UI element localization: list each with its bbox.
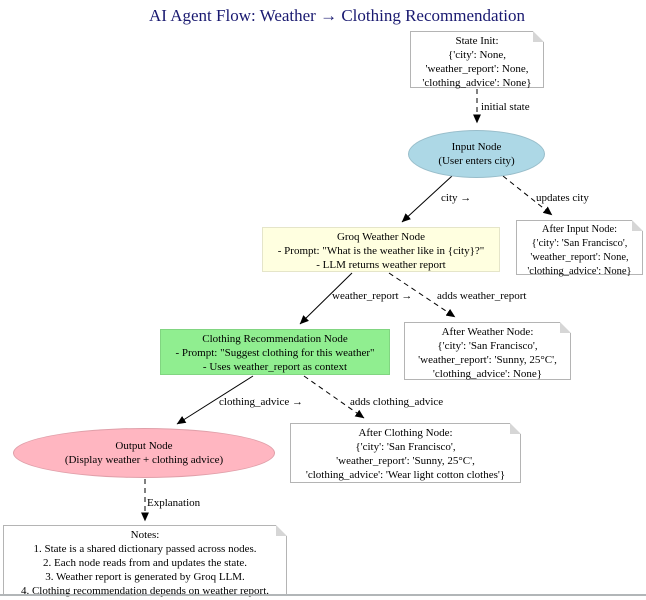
note-line: 'clothing_advice': None} bbox=[527, 266, 632, 277]
edge-label-initial-state: initial state bbox=[481, 101, 530, 113]
notes-box: Notes: 1. State is a shared dictionary p… bbox=[3, 525, 287, 597]
edge-label-adds-clothing-advice: adds clothing_advice bbox=[350, 396, 444, 408]
after-input-note: After Input Node: {'city': 'San Francisc… bbox=[516, 220, 643, 277]
note-line: 3. Weather report is generated by Groq L… bbox=[45, 571, 245, 583]
note-fold-icon bbox=[560, 322, 571, 333]
note-line: After Clothing Node: bbox=[358, 427, 453, 439]
edge-weather-report bbox=[299, 272, 353, 325]
note-line: {'city': 'San Francisco', bbox=[531, 238, 628, 249]
edge-label-clothing-advice: clothing_advice → bbox=[219, 396, 304, 408]
node-line: Input Node bbox=[451, 141, 502, 153]
edge-label-adds-weather-report: adds weather_report bbox=[437, 290, 527, 302]
note-line: 'clothing_advice': 'Wear light cotton cl… bbox=[305, 469, 506, 481]
note-line: 'clothing_advice': None} bbox=[432, 368, 543, 380]
note-line: 'weather_report': 'Sunny, 25°C', bbox=[418, 354, 557, 366]
note-line: 'weather_report': None, bbox=[530, 252, 629, 263]
note-fold-icon bbox=[276, 525, 287, 536]
note-line: 2. Each node reads from and updates the … bbox=[42, 557, 248, 569]
node-line: Output Node bbox=[115, 440, 173, 452]
note-fold-icon bbox=[632, 220, 643, 231]
note-line: 'weather_report': None, bbox=[425, 63, 529, 75]
node-line: Clothing Recommendation Node bbox=[202, 333, 348, 345]
edge-label-explanation: Explanation bbox=[147, 497, 201, 509]
note-line: {'city': None, bbox=[447, 49, 507, 61]
edge-label-city: city → bbox=[441, 192, 472, 204]
note-line: {'city': 'San Francisco', bbox=[355, 441, 456, 453]
clothing-recommendation-node: Clothing Recommendation Node - Prompt: "… bbox=[160, 329, 390, 375]
node-line: - Prompt: "What is the weather like in {… bbox=[277, 245, 485, 257]
bottom-divider bbox=[0, 594, 646, 596]
note-line: State Init: bbox=[455, 35, 499, 47]
note-line: {'city': 'San Francisco', bbox=[437, 340, 538, 352]
edge-adds-weather-report bbox=[388, 272, 456, 318]
input-node: Input Node (User enters city) bbox=[408, 130, 545, 178]
edge-label-updates-city: updates city bbox=[536, 192, 589, 204]
after-weather-note: After Weather Node: {'city': 'San Franci… bbox=[404, 322, 571, 380]
edge-updates-city bbox=[502, 175, 553, 216]
note-line: 1. State is a shared dictionary passed a… bbox=[33, 543, 257, 555]
note-line: 'weather_report': 'Sunny, 25°C', bbox=[336, 455, 475, 467]
edge-adds-clothing-advice bbox=[303, 375, 365, 419]
node-line: Groq Weather Node bbox=[336, 231, 426, 243]
note-line: Notes: bbox=[130, 529, 160, 541]
note-line: 'clothing_advice': None} bbox=[422, 77, 532, 89]
edge-clothing-advice bbox=[176, 375, 254, 425]
edge-label-weather-report: weather_report → bbox=[332, 290, 413, 302]
edge-city bbox=[401, 175, 453, 223]
note-line: After Weather Node: bbox=[441, 326, 534, 338]
note-line: After Input Node: bbox=[541, 224, 618, 235]
groq-weather-node: Groq Weather Node - Prompt: "What is the… bbox=[262, 227, 500, 272]
output-node: Output Node (Display weather + clothing … bbox=[13, 428, 275, 478]
node-line: - Prompt: "Suggest clothing for this wea… bbox=[175, 347, 375, 359]
note-fold-icon bbox=[510, 423, 521, 434]
diagram-title: AI Agent Flow: Weather → Clothing Recomm… bbox=[148, 6, 526, 25]
node-line: - Uses weather_report as context bbox=[202, 361, 348, 373]
node-line: - LLM returns weather report bbox=[316, 259, 446, 271]
node-line: (User enters city) bbox=[438, 155, 515, 167]
state-init-note: State Init: {'city': None, 'weather_repo… bbox=[410, 31, 544, 89]
note-fold-icon bbox=[533, 31, 544, 42]
after-clothing-note: After Clothing Node: {'city': 'San Franc… bbox=[290, 423, 521, 483]
node-line: (Display weather + clothing advice) bbox=[64, 454, 224, 466]
